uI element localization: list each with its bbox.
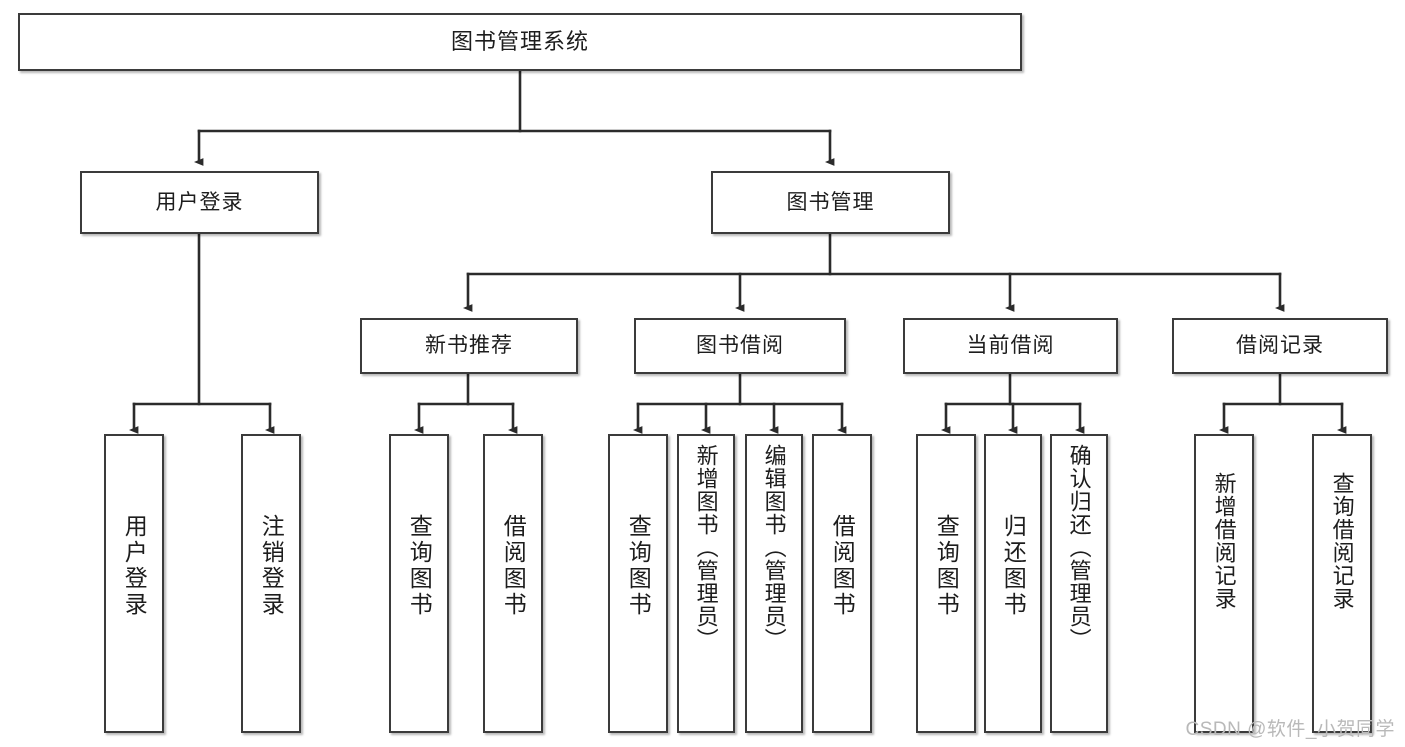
leaf-return-book[interactable]: 归还图书 — [984, 434, 1042, 733]
node-root-system[interactable]: 图书管理系统 — [18, 13, 1022, 71]
node-label: 编辑图书（管理员） — [761, 444, 787, 651]
node-label: 借阅图书 — [500, 514, 527, 618]
node-label: 注销登录 — [258, 514, 285, 618]
leaf-add-book[interactable]: 新增图书（管理员） — [677, 434, 735, 733]
leaf-add-record[interactable]: 新增借阅记录 — [1194, 434, 1254, 733]
node-label: 用户登录 — [155, 190, 244, 214]
node-label: 图书管理 — [786, 190, 875, 214]
node-label: 借阅记录 — [1236, 334, 1324, 358]
leaf-query-book-1[interactable]: 查询图书 — [389, 434, 449, 733]
node-label: 借阅图书 — [829, 514, 856, 618]
node-book-borrow[interactable]: 图书借阅 — [634, 318, 846, 374]
node-borrow-record[interactable]: 借阅记录 — [1172, 318, 1388, 374]
node-label: 查询图书 — [406, 514, 433, 618]
watermark: CSDN @软件_小贺同学 — [1185, 719, 1395, 740]
node-label: 查询图书 — [933, 514, 960, 618]
node-current-borrow[interactable]: 当前借阅 — [903, 318, 1118, 374]
leaf-confirm-return[interactable]: 确认归还（管理员） — [1050, 434, 1108, 733]
leaf-edit-book[interactable]: 编辑图书（管理员） — [745, 434, 803, 733]
node-label: 查询借阅记录 — [1329, 472, 1355, 610]
node-label: 用户登录 — [121, 514, 148, 618]
node-label: 新书推荐 — [425, 334, 513, 358]
node-new-book-rec[interactable]: 新书推荐 — [360, 318, 578, 374]
leaf-query-book-3[interactable]: 查询图书 — [916, 434, 976, 733]
leaf-user-login[interactable]: 用户登录 — [104, 434, 164, 733]
node-label: 图书借阅 — [696, 334, 784, 358]
node-book-manage[interactable]: 图书管理 — [711, 171, 950, 234]
node-label: 新增借阅记录 — [1211, 472, 1237, 610]
node-label: 查询图书 — [625, 514, 652, 618]
node-label: 图书管理系统 — [450, 28, 589, 54]
leaf-borrow-book-2[interactable]: 借阅图书 — [812, 434, 872, 733]
leaf-query-record[interactable]: 查询借阅记录 — [1312, 434, 1372, 733]
leaf-logout[interactable]: 注销登录 — [241, 434, 301, 733]
node-label: 确认归还（管理员） — [1066, 444, 1092, 651]
node-label: 新增图书（管理员） — [693, 444, 719, 651]
leaf-borrow-book-1[interactable]: 借阅图书 — [483, 434, 543, 733]
node-label: 当前借阅 — [966, 334, 1055, 358]
node-label: 归还图书 — [1000, 514, 1027, 618]
node-user-login[interactable]: 用户登录 — [80, 171, 319, 234]
leaf-query-book-2[interactable]: 查询图书 — [608, 434, 668, 733]
